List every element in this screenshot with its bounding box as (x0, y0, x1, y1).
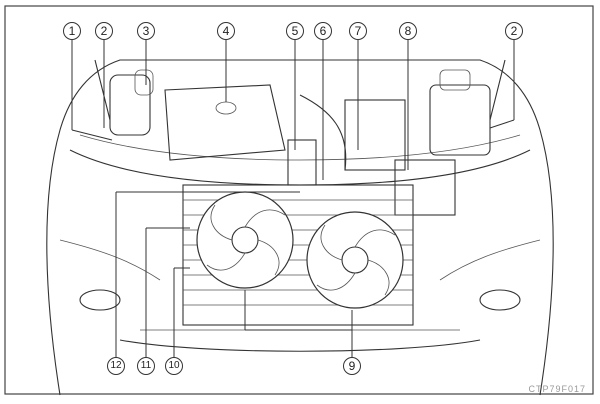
callout-1: 1 (63, 22, 81, 40)
callout-11: 11 (137, 357, 155, 375)
callout-4: 4 (217, 22, 235, 40)
callout-5: 5 (286, 22, 304, 40)
callout-9: 9 (343, 357, 361, 375)
callout-2-right: 2 (505, 22, 523, 40)
callout-10: 10 (165, 357, 183, 375)
callout-7: 7 (349, 22, 367, 40)
watermark-code: CTP79F017 (528, 384, 586, 394)
fan-right (306, 211, 404, 309)
callout-8: 8 (399, 22, 417, 40)
callout-3: 3 (137, 22, 155, 40)
callout-12: 12 (107, 357, 125, 375)
callout-2-left: 2 (95, 22, 113, 40)
fan-left (196, 191, 294, 289)
callout-6: 6 (314, 22, 332, 40)
